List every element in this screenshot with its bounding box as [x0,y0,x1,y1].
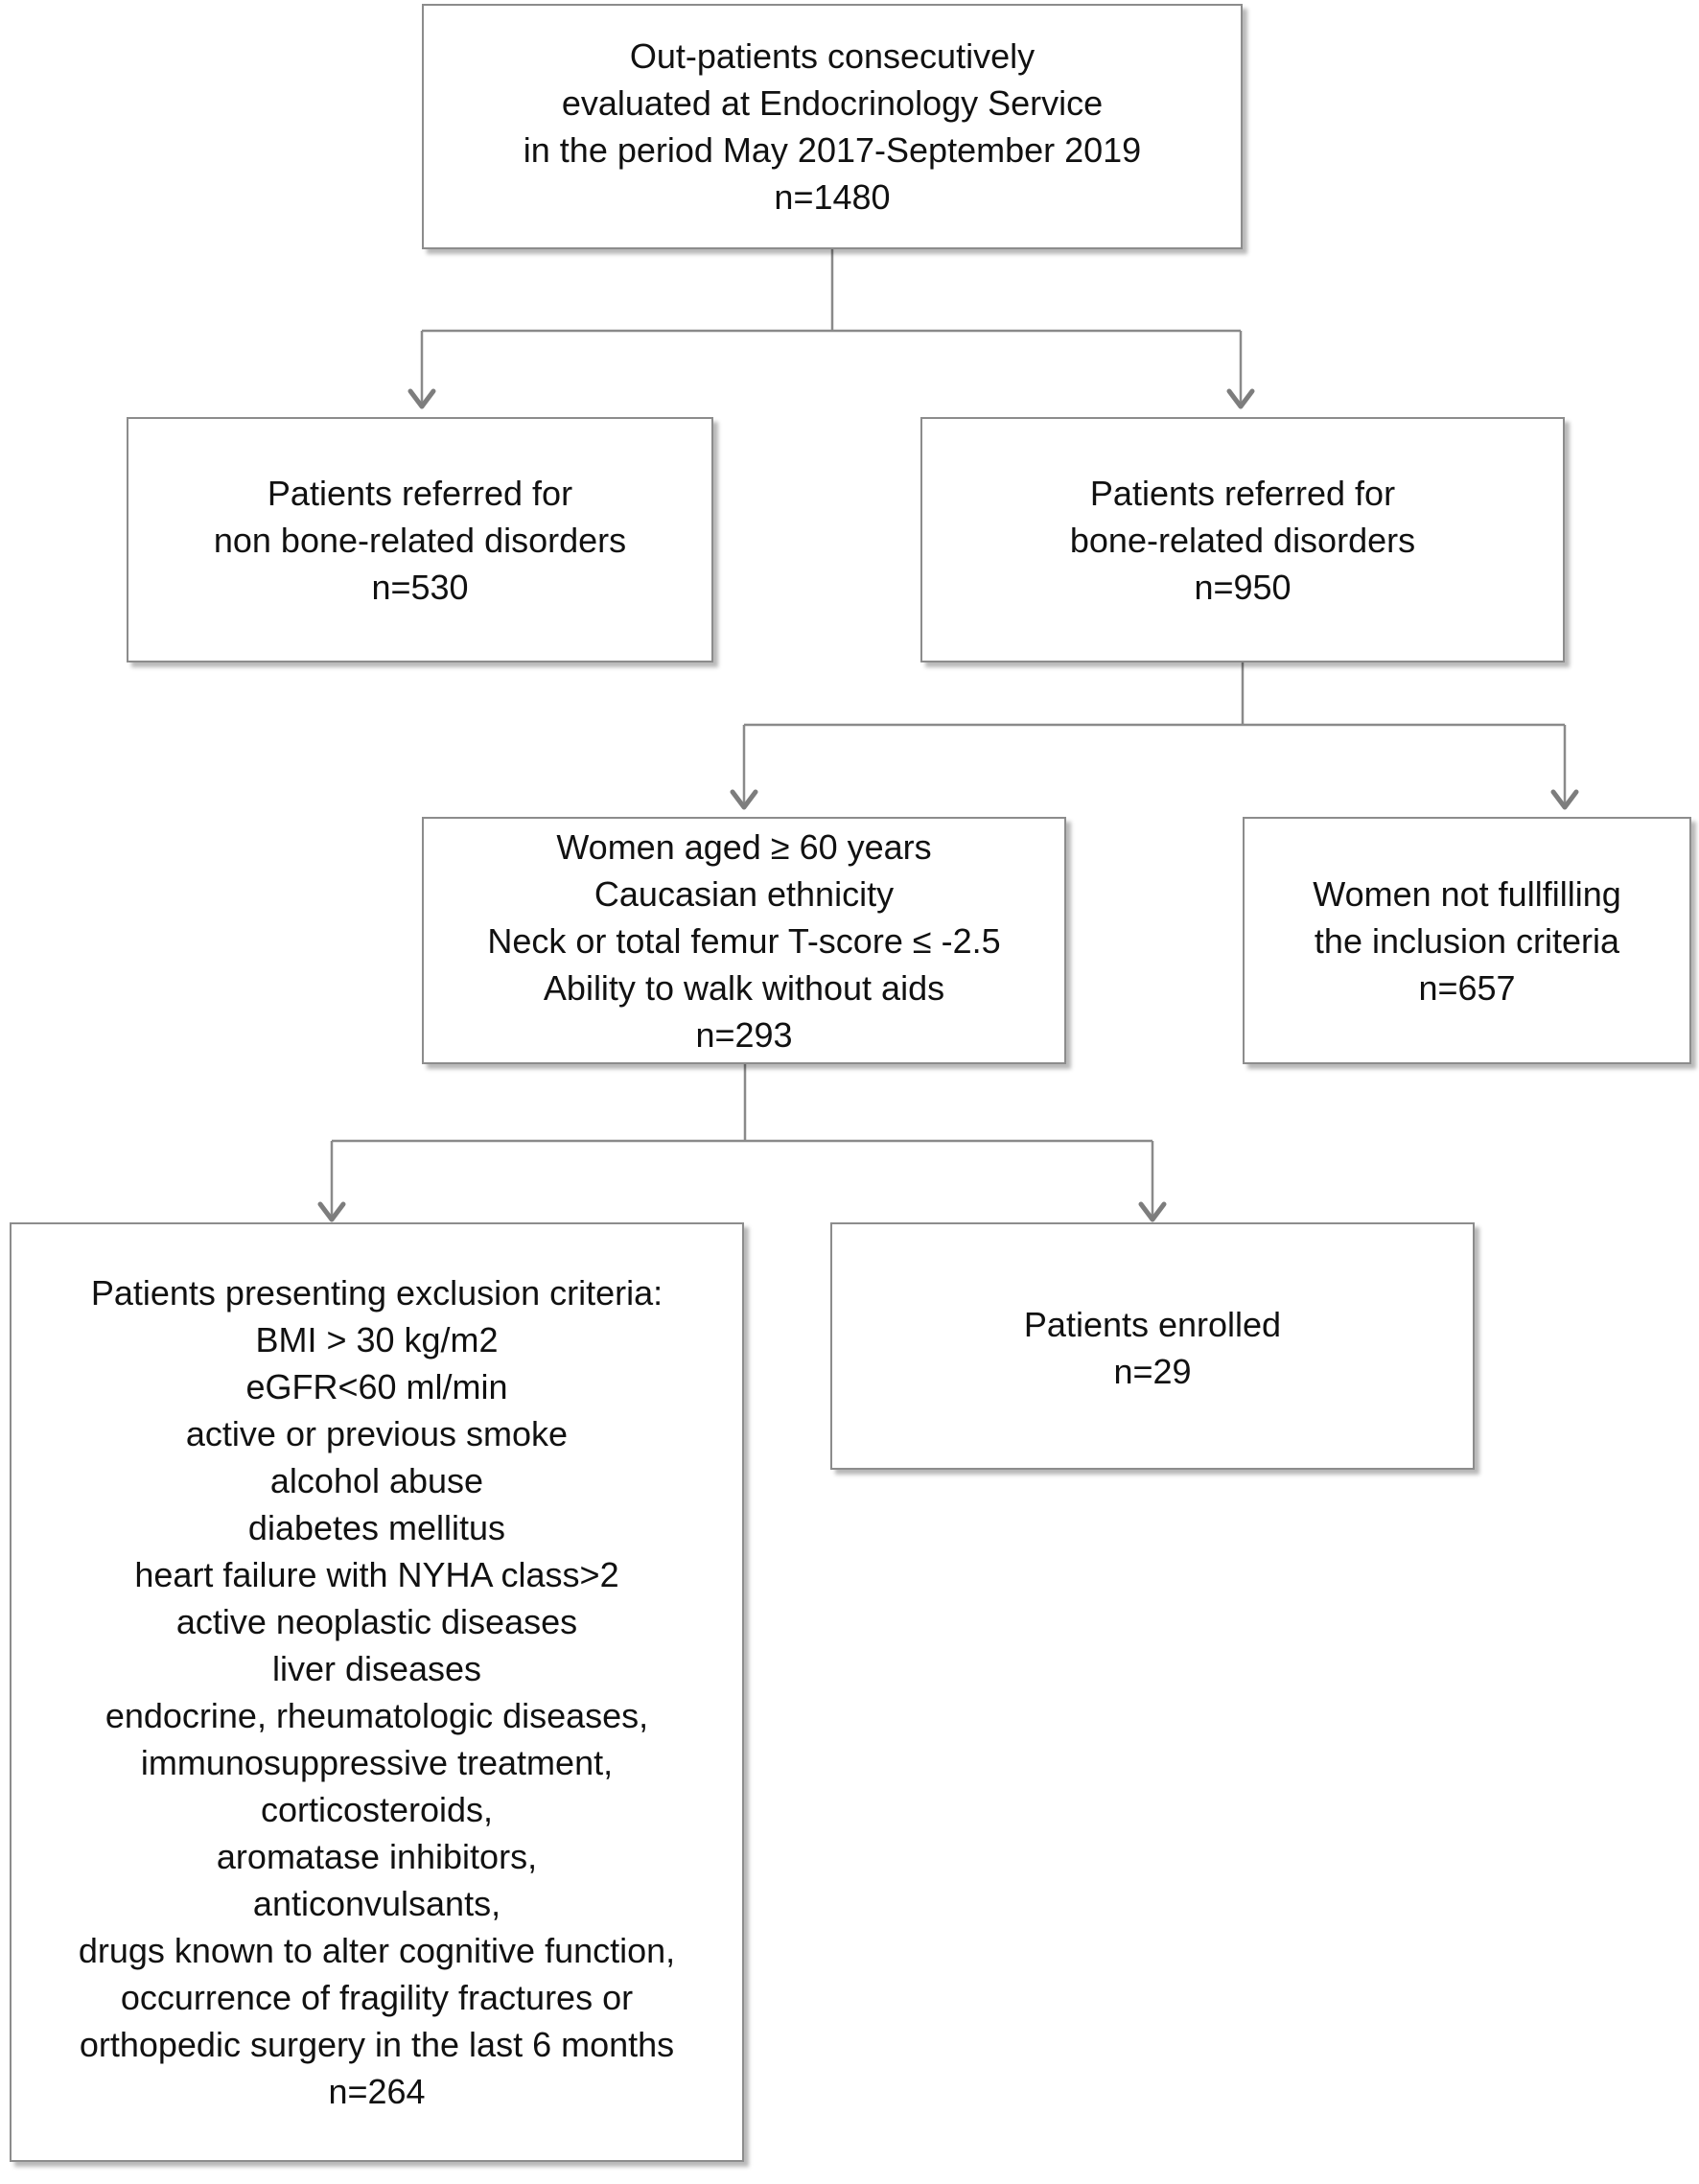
box-text-line: alcohol abuse [269,1461,484,1500]
box-text-line: Ability to walk without aids [543,967,945,1008]
outpatients-box: Out-patients consecutively evaluated at E… [422,4,1243,249]
count-label: n=950 [1194,567,1292,607]
arrow-to-bone [1226,388,1255,409]
box-text-line: heart failure with NYHA class>2 [134,1555,619,1594]
count-label: n=293 [695,1014,793,1055]
non-bone-disorders-box: Patients referred for non bone-related di… [127,417,713,662]
count-label: n=530 [371,567,469,607]
box-text-line: active or previous smoke [185,1414,569,1453]
count-label: n=657 [1418,967,1516,1008]
box-text-line: evaluated at Endocrinology Service [561,83,1104,123]
box-text-line: orthopedic surgery in the last 6 months [79,2025,675,2064]
arrow-to-not-fulfilling [1550,789,1579,810]
box-text-line: Patients referred for [1089,473,1396,513]
box-text-line: Caucasian ethnicity [593,873,895,914]
box-text-line: anticonvulsants, [252,1884,501,1923]
box-text-line: occurrence of fragility fractures or [120,1978,634,2017]
not-fulfilling-box: Women not fullfilling the inclusion crite… [1243,817,1691,1064]
box-text-line: the inclusion criteria [1314,920,1620,961]
count-label: n=1480 [774,177,891,217]
box-text-line: Patients referred for [267,473,573,513]
box-text-line: diabetes mellitus [247,1508,506,1547]
box-text-line: active neoplastic diseases [175,1602,578,1641]
box-text-line: Women aged ≥ 60 years [556,826,932,867]
arrow-to-enrolled [1138,1201,1167,1222]
box-text-line: in the period May 2017-September 2019 [523,130,1142,170]
box-text-line: Patients enrolled [1023,1305,1282,1344]
bone-disorders-box: Patients referred for bone-related disord… [920,417,1565,662]
box-text-line: Women not fullfilling [1313,873,1621,914]
box-text-line: immunosuppressive treatment, [140,1743,614,1782]
box-text-line: bone-related disorders [1069,520,1416,560]
box-text-line: Neck or total femur T-score ≤ -2.5 [487,920,1001,961]
arrow-to-non-bone [407,388,436,409]
arrow-to-inclusion [730,789,758,810]
box-text-line: non bone-related disorders [213,520,627,560]
box-text-line: eGFR<60 ml/min [245,1367,508,1406]
box-text-line: liver diseases [271,1649,482,1688]
enrolled-box: Patients enrolled n=29 [830,1222,1475,1470]
count-label: n=264 [328,2072,426,2111]
box-text-line: endocrine, rheumatologic diseases, [105,1696,649,1735]
exclusion-criteria-box: Patients presenting exclusion criteria: B… [10,1222,744,2162]
box-text-line: aromatase inhibitors, [216,1837,538,1876]
arrow-to-exclusion [317,1201,346,1222]
box-text-line: Patients presenting exclusion criteria: [90,1273,663,1313]
box-text-line: BMI > 30 kg/m2 [255,1320,499,1359]
count-label: n=29 [1113,1352,1192,1391]
box-text-line: drugs known to alter cognitive function, [78,1931,676,1970]
box-text-line: corticosteroids, [260,1790,494,1829]
box-text-line: Out-patients consecutively [629,36,1036,76]
